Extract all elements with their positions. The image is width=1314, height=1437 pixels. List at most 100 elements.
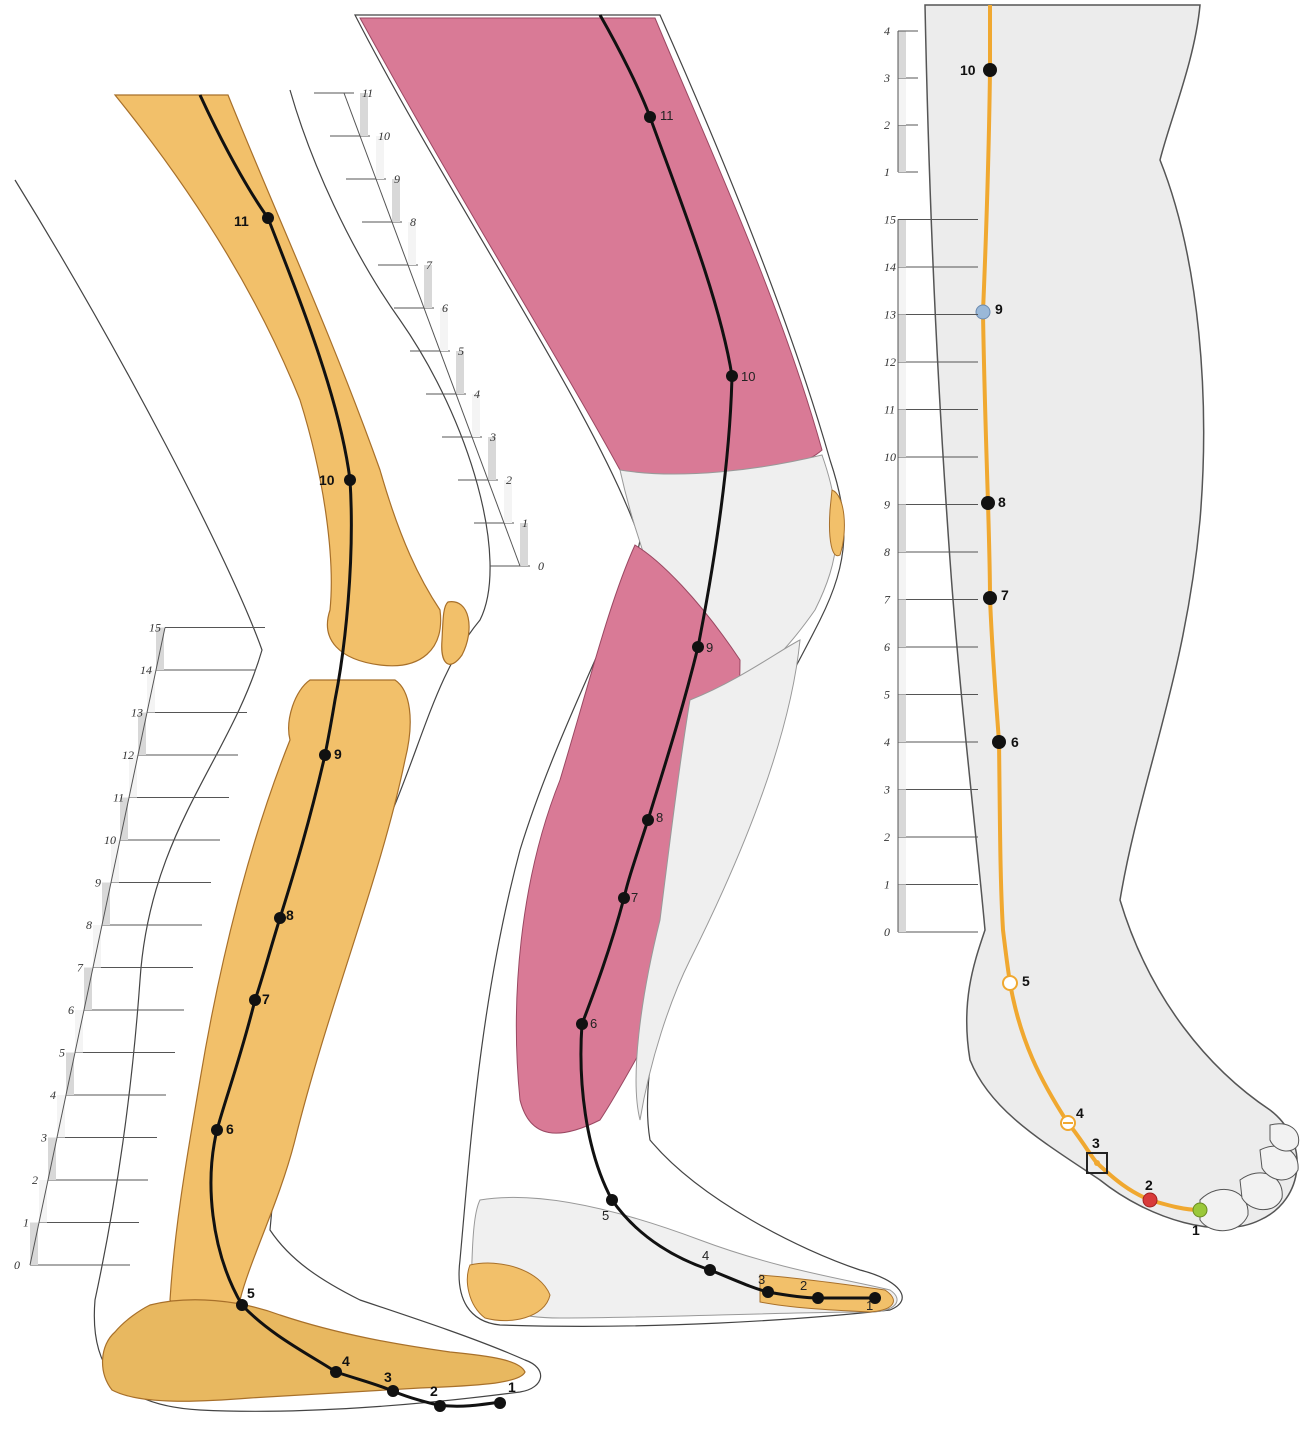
muscle-point-label-4: 4 xyxy=(702,1248,709,1263)
ruler-surface-lower-tick-7: 7 xyxy=(884,593,891,607)
ruler-surface-lower-tick-8: 8 xyxy=(884,545,890,559)
muscle-point-4 xyxy=(704,1264,716,1276)
surface-point-6 xyxy=(992,735,1006,749)
muscle-point-label-7: 7 xyxy=(631,890,638,905)
ruler-thigh-tick-0: 0 xyxy=(538,559,544,573)
ruler-surface-lower-tick-2: 2 xyxy=(884,830,890,844)
skeleton-point-label-6: 6 xyxy=(226,1121,234,1137)
surface-point-7 xyxy=(983,591,997,605)
muscle-point-10 xyxy=(726,370,738,382)
surface-point-label-6: 6 xyxy=(1011,734,1019,750)
ruler-thigh-tick-6: 6 xyxy=(442,301,448,315)
muscle-point-label-9: 9 xyxy=(706,640,713,655)
ruler-surface-lower-tick-12: 12 xyxy=(884,355,896,369)
surface-point-8 xyxy=(981,496,995,510)
skeleton-point-label-2: 2 xyxy=(430,1383,438,1399)
muscle-point-2 xyxy=(812,1292,824,1304)
ruler-leg-tick-8: 8 xyxy=(86,918,92,932)
muscle-point-label-8: 8 xyxy=(656,810,663,825)
surface-point-10 xyxy=(983,63,997,77)
ruler-surface-upper-tick-4: 4 xyxy=(884,24,890,38)
thigh-muscles xyxy=(360,18,822,480)
ruler-surface-upper-tick-2: 2 xyxy=(884,118,890,132)
surface-point-label-1: 1 xyxy=(1192,1222,1200,1238)
ruler-thigh-tick-2: 2 xyxy=(506,473,512,487)
skeleton-point-3 xyxy=(387,1385,399,1397)
ruler-surface-upper-tick-1: 1 xyxy=(884,165,890,179)
skeleton-point-9 xyxy=(319,749,331,761)
muscle-point-label-11: 11 xyxy=(660,108,674,123)
ruler-surface-lower-tick-3: 3 xyxy=(883,783,890,797)
ruler-surface-lower-tick-0: 0 xyxy=(884,925,890,939)
skeleton-point-10 xyxy=(344,474,356,486)
ruler-leg-tick-2: 2 xyxy=(32,1173,38,1187)
skeleton-point-label-1: 1 xyxy=(508,1379,516,1395)
surface-panel: 12345678910 0123456789101112131415 1234 xyxy=(883,5,1299,1238)
ruler-thigh-tick-10: 10 xyxy=(378,129,390,143)
ruler-surface-lower-tick-6: 6 xyxy=(884,640,890,654)
ruler-surface-lower-tick-10: 10 xyxy=(884,450,896,464)
surface-point-label-5: 5 xyxy=(1022,973,1030,989)
patella-bone xyxy=(442,602,469,665)
ruler-leg-tick-5: 5 xyxy=(59,1046,65,1060)
muscle-point-6 xyxy=(576,1018,588,1030)
skeleton-point-label-9: 9 xyxy=(334,746,342,762)
surface-leg-shape xyxy=(925,5,1297,1228)
ruler-thigh-tick-11: 11 xyxy=(362,86,373,100)
ruler-leg-tick-14: 14 xyxy=(140,663,152,677)
skeleton-point-2 xyxy=(434,1400,446,1412)
muscle-point-label-10: 10 xyxy=(741,369,755,384)
ruler-leg-tick-7: 7 xyxy=(77,961,84,975)
muscle-point-label-5: 5 xyxy=(602,1208,609,1223)
skeleton-point-label-10: 10 xyxy=(319,472,335,488)
ruler-leg-tick-9: 9 xyxy=(95,876,101,890)
ruler-leg-tick-1: 1 xyxy=(23,1216,29,1230)
ruler-surface-lower-tick-4: 4 xyxy=(884,735,890,749)
surface-point-1 xyxy=(1193,1203,1207,1217)
surface-point-5 xyxy=(1003,976,1017,990)
surface-point-label-7: 7 xyxy=(1001,587,1009,603)
surface-point-label-2: 2 xyxy=(1145,1177,1153,1193)
ruler-leg-tick-15: 15 xyxy=(149,621,161,635)
ruler-surface-lower-tick-9: 9 xyxy=(884,498,890,512)
muscle-point-7 xyxy=(618,892,630,904)
skeleton-point-label-7: 7 xyxy=(262,991,270,1007)
ruler-leg-tick-12: 12 xyxy=(122,748,134,762)
skeleton-point-4 xyxy=(330,1366,342,1378)
ruler-surface-lower-tick-1: 1 xyxy=(884,878,890,892)
muscle-point-label-2: 2 xyxy=(800,1278,807,1293)
surface-point-label-4: 4 xyxy=(1076,1105,1084,1121)
surface-point-label-9: 9 xyxy=(995,301,1003,317)
skeleton-point-6 xyxy=(211,1124,223,1136)
ruler-leg-tick-4: 4 xyxy=(50,1088,56,1102)
ruler-thigh-tick-7: 7 xyxy=(426,258,433,272)
muscle-point-label-3: 3 xyxy=(758,1272,765,1287)
foot-bones xyxy=(103,1300,525,1401)
ruler-surface-lower-tick-14: 14 xyxy=(884,260,896,274)
muscle-point-8 xyxy=(642,814,654,826)
muscle-point-label-6: 6 xyxy=(590,1016,597,1031)
ruler-surface-upper-tick-3: 3 xyxy=(883,71,890,85)
ruler-thigh-tick-3: 3 xyxy=(489,430,496,444)
ruler-surface-lower-tick-5: 5 xyxy=(884,688,890,702)
patella-muscle-view xyxy=(829,490,844,556)
ruler-leg-tick-3: 3 xyxy=(40,1131,47,1145)
ruler-thigh-tick-4: 4 xyxy=(474,387,480,401)
surface-point-label-10: 10 xyxy=(960,62,976,78)
ruler-thigh-tick-8: 8 xyxy=(410,215,416,229)
skeleton-point-label-3: 3 xyxy=(384,1369,392,1385)
ruler-leg-tick-6: 6 xyxy=(68,1003,74,1017)
muscle-point-5 xyxy=(606,1194,618,1206)
ruler-leg-tick-11: 11 xyxy=(113,791,124,805)
ruler-leg-tick-13: 13 xyxy=(131,706,143,720)
surface-point-label-3: 3 xyxy=(1092,1135,1100,1151)
muscle-point-3 xyxy=(762,1286,774,1298)
ruler-thigh-tick-9: 9 xyxy=(394,172,400,186)
ruler-surface-lower-tick-11: 11 xyxy=(884,403,895,417)
femur-bone xyxy=(115,95,441,666)
muscle-point-11 xyxy=(644,111,656,123)
muscle-point-label-1: 1 xyxy=(866,1298,873,1313)
surface-point-label-8: 8 xyxy=(998,494,1006,510)
